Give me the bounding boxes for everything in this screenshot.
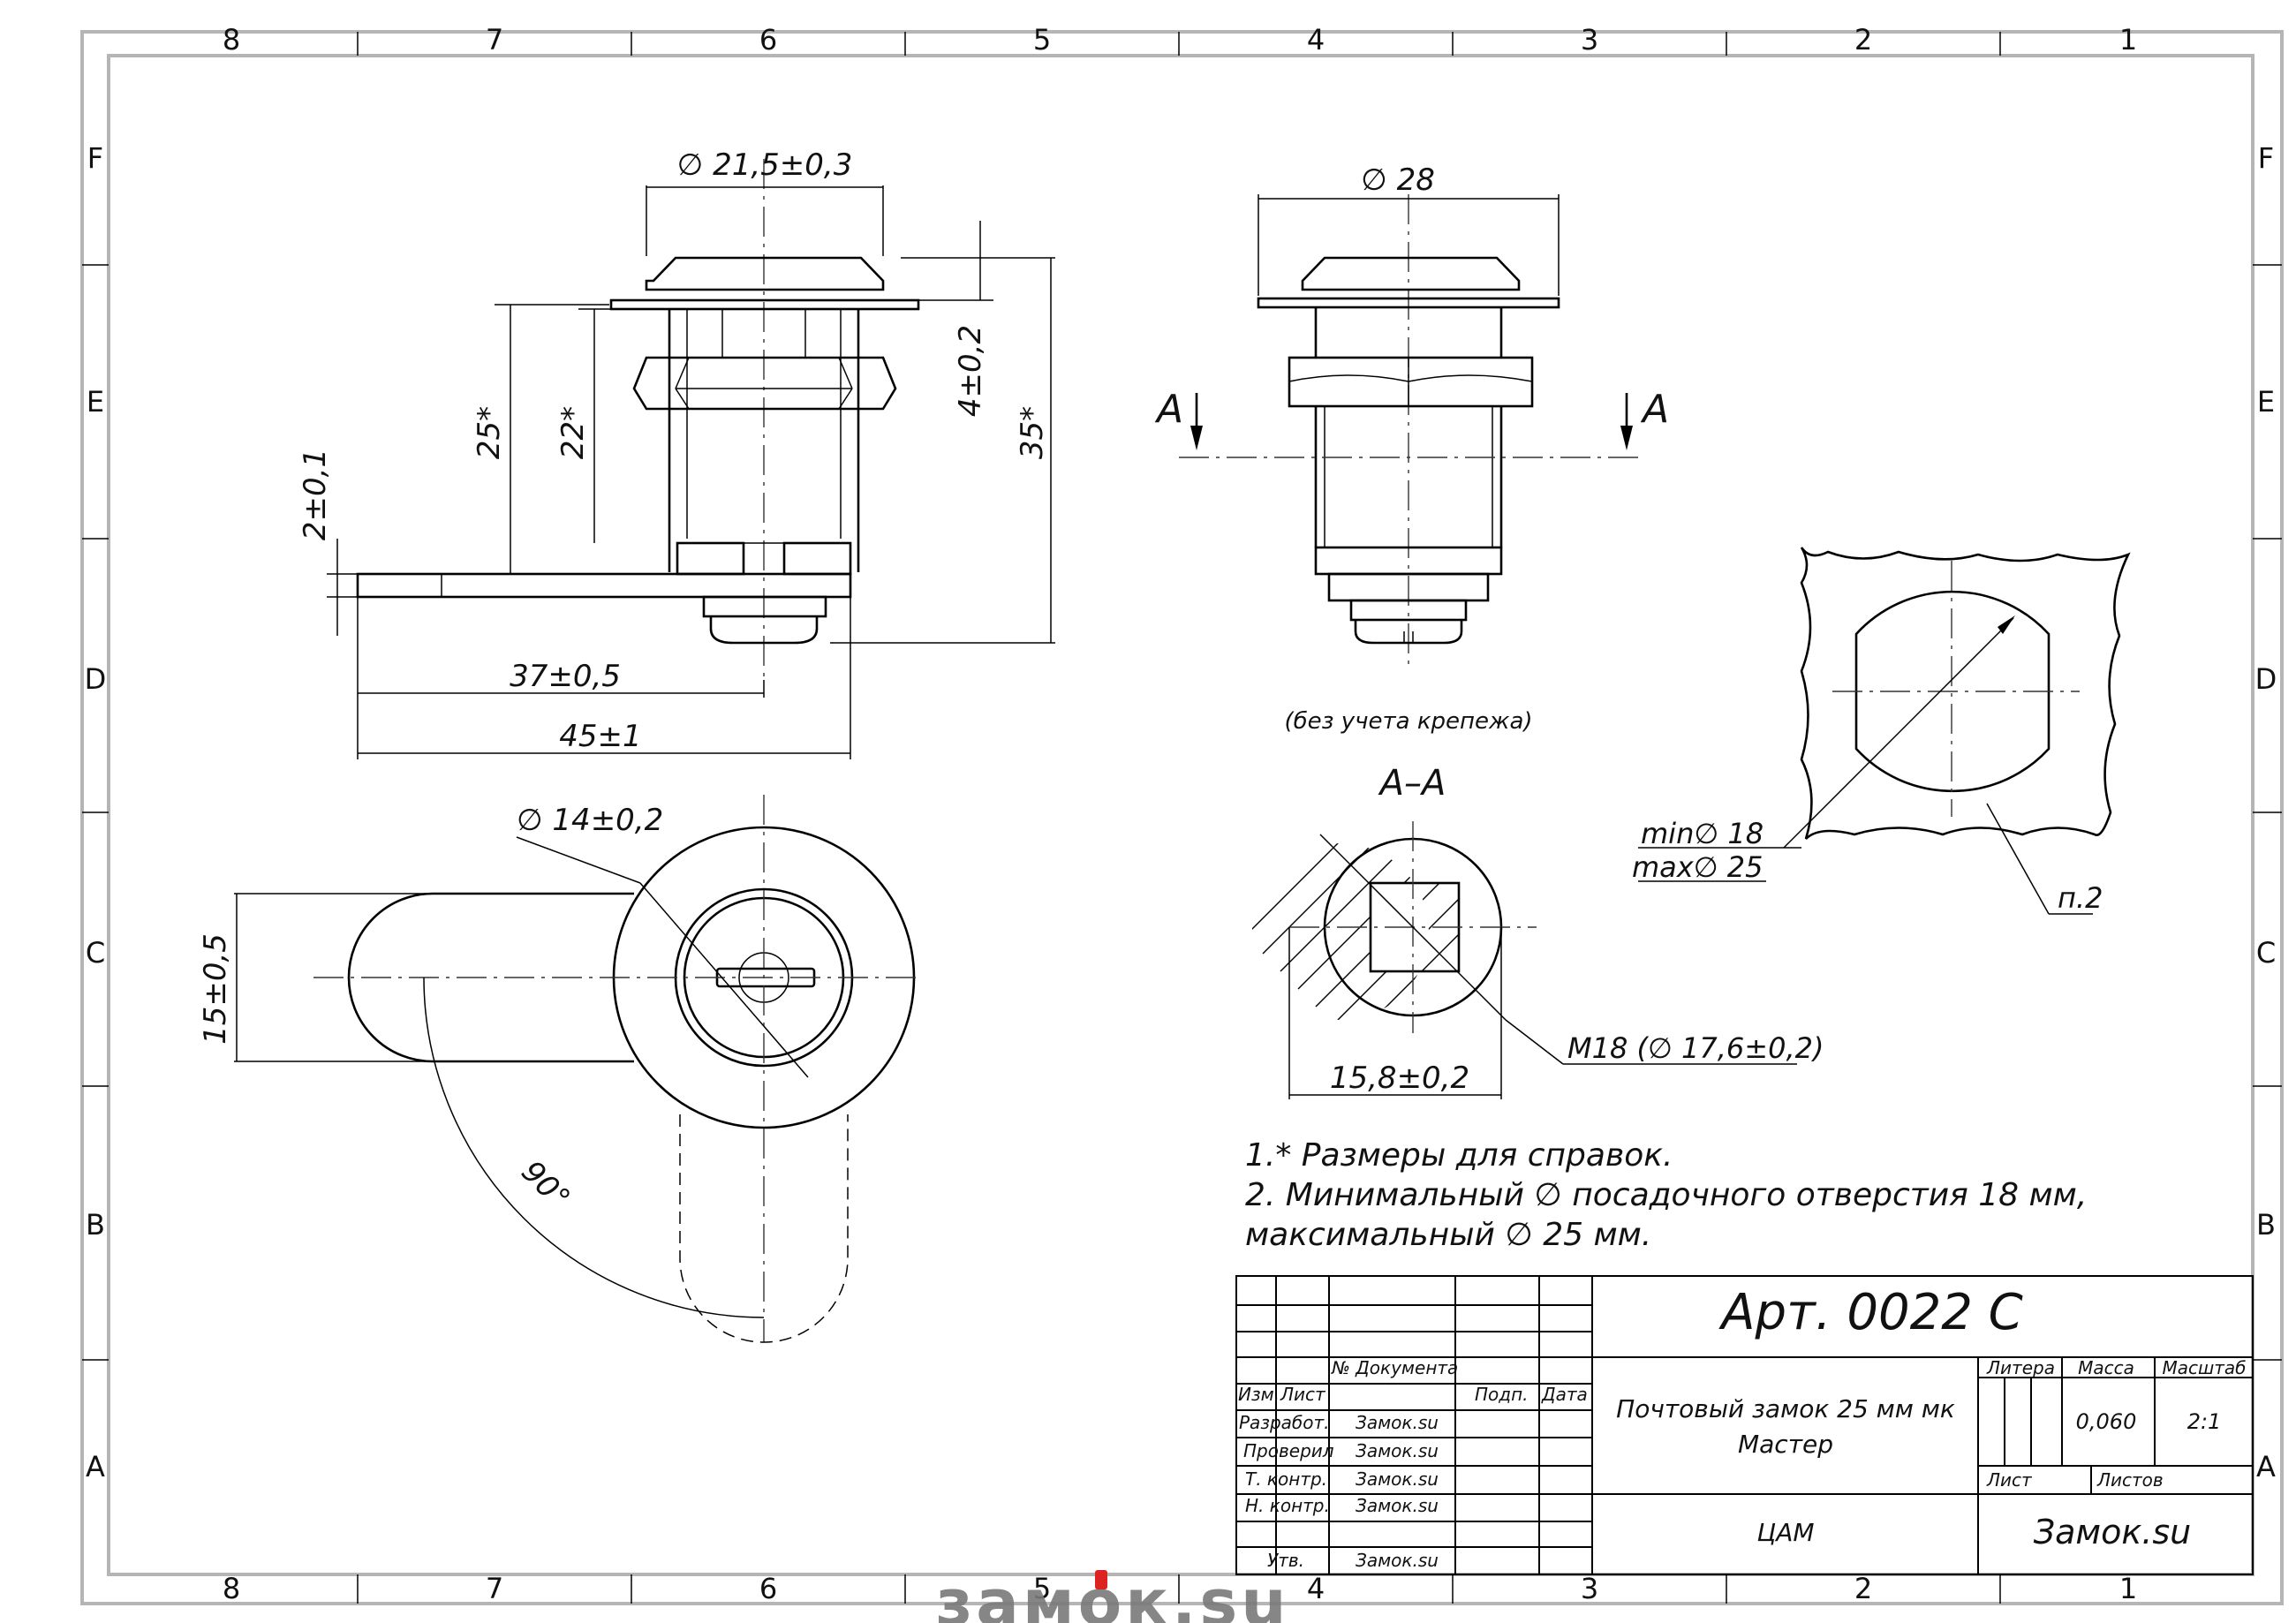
notes: 1.* Размеры для справок. 2. Минимальный …	[1245, 1137, 2087, 1253]
scale-value: 2:1	[2187, 1409, 2222, 1434]
dim-height-2: 2±0,1	[298, 449, 333, 540]
dim-thread-m18: M18 (∅ 17,6±0,2)	[1567, 1031, 1824, 1065]
zone-col-2-bottom: 2	[1854, 1572, 1872, 1605]
article-number: Арт. 0022 С	[1718, 1284, 2023, 1341]
role-checker: Проверил	[1243, 1440, 1334, 1461]
zone-row-b: B	[86, 1208, 105, 1242]
zone-col-2: 2	[1854, 23, 1872, 57]
header-podp: Подп.	[1475, 1384, 1529, 1405]
dim-length-37: 37±0,5	[510, 659, 621, 694]
product-name-line1: Почтовый замок 25 мм мк	[1616, 1394, 1955, 1423]
zone-col-6-bottom: 6	[759, 1572, 777, 1605]
dim-cutout-max: max∅ 25	[1632, 850, 1763, 884]
zone-row-e-right: E	[2257, 385, 2275, 419]
mass-label: Масса	[2078, 1357, 2134, 1378]
dim-dia-21-5: ∅ 21,5±0,3	[677, 147, 853, 183]
note-2: 2. Минимальный ∅ посадочного отверстия 1…	[1245, 1177, 2087, 1213]
watermark-text: замок.su	[935, 1566, 1289, 1623]
name-developer: Замок.su	[1356, 1412, 1439, 1433]
material: ЦАМ	[1756, 1518, 1814, 1547]
litera-label: Литера	[1986, 1357, 2055, 1378]
zone-col-7-bottom: 7	[486, 1572, 503, 1605]
zone-col-6: 6	[759, 23, 777, 57]
name-checker: Замок.su	[1356, 1440, 1439, 1461]
zone-row-c-right: C	[2256, 936, 2276, 970]
zone-col-3: 3	[1581, 23, 1598, 57]
role-developer: Разработ.	[1239, 1412, 1329, 1433]
dim-angle-90: 90°	[514, 1154, 577, 1217]
scale-label: Масштаб	[2162, 1357, 2246, 1378]
role-t-control: Т. контр.	[1245, 1468, 1327, 1490]
zone-col-5: 5	[1033, 23, 1051, 57]
note-1: 1.* Размеры для справок.	[1245, 1137, 1673, 1174]
header-doc-number: № Документа	[1331, 1357, 1458, 1378]
front-view: ∅ 28 A A (без учета крепежа)	[1154, 162, 1669, 735]
zone-row-f-right: F	[2258, 141, 2274, 175]
zone-col-8: 8	[223, 23, 240, 57]
section-marker-right: A	[1640, 387, 1669, 432]
dim-height-4: 4±0,2	[953, 325, 988, 417]
name-t-control: Замок.su	[1356, 1468, 1439, 1490]
mass-value: 0,060	[2076, 1409, 2137, 1434]
dim-height-22: 22*	[555, 406, 591, 459]
sheets-label: Листов	[2096, 1469, 2164, 1491]
cutout-detail: min∅ 18 max∅ 25 п.2	[1632, 547, 2131, 915]
sheet-label: Лист	[1986, 1469, 2033, 1491]
zone-row-a-right: A	[2256, 1450, 2276, 1483]
zone-row-d-right: D	[2255, 662, 2277, 696]
top-view: ∅ 14±0,2 15±0,5 90°	[198, 795, 923, 1343]
name-n-control: Замок.su	[1356, 1495, 1439, 1516]
section-marker-left: A	[1154, 387, 1183, 432]
header-data: Дата	[1541, 1384, 1588, 1405]
zone-row-d: D	[85, 662, 107, 696]
zone-labels-left: F E D C B A	[85, 141, 107, 1483]
dim-cutout-min: min∅ 18	[1641, 817, 1764, 850]
dim-height-35: 35*	[1015, 406, 1050, 459]
title-block: Арт. 0022 С № Документа Изм. Лист Подп. …	[1235, 1275, 2254, 1575]
zone-col-4: 4	[1307, 23, 1325, 57]
dim-dia-14: ∅ 14±0,2	[517, 803, 663, 838]
zone-row-c: C	[86, 936, 105, 970]
note-3: максимальный ∅ 25 мм.	[1245, 1217, 1651, 1253]
zone-row-e: E	[87, 385, 104, 419]
section-a-a: A–A 15,8±0,2 M18 (∅ 17,6±0,2)	[1251, 763, 1824, 1099]
zone-labels-bottom: 8 7 6 5 4 3 2 1	[223, 1572, 2137, 1605]
watermark-logo: замок.su	[935, 1566, 1289, 1623]
role-approved: Утв.	[1267, 1550, 1304, 1571]
zone-col-4-bottom: 4	[1307, 1572, 1325, 1605]
zone-labels-top: 8 7 6 5 4 3 2 1	[223, 23, 2137, 57]
name-approved: Замок.su	[1356, 1550, 1439, 1571]
dim-height-25: 25*	[472, 406, 507, 459]
note-reference-p2: п.2	[2058, 881, 2103, 915]
role-n-control: Н. контр.	[1245, 1495, 1330, 1516]
zone-col-8-bottom: 8	[223, 1572, 240, 1605]
zone-row-a: A	[86, 1450, 105, 1483]
header-izm: Изм.	[1238, 1384, 1280, 1405]
header-list: Лист	[1280, 1384, 1326, 1405]
dim-dia-28: ∅ 28	[1361, 162, 1435, 198]
zone-labels-right: F E D C B A	[2255, 141, 2277, 1483]
zone-col-1-bottom: 1	[2119, 1572, 2137, 1605]
zone-col-7: 7	[486, 23, 503, 57]
zone-col-1: 1	[2119, 23, 2137, 57]
note-without-fastening: (без учета крепежа)	[1284, 708, 1532, 735]
zone-row-f: F	[87, 141, 103, 175]
section-title: A–A	[1378, 763, 1446, 804]
dim-length-45: 45±1	[559, 719, 641, 754]
dim-height-15: 15±0,5	[198, 933, 233, 1045]
dim-width-15-8: 15,8±0,2	[1330, 1061, 1469, 1096]
zone-col-3-bottom: 3	[1581, 1572, 1598, 1605]
side-view: ∅ 21,5±0,3 4±0,2 35* 25* 22* 2±0,1 37±0,…	[298, 147, 1055, 759]
drawing-frame: 8 7 6 5 4 3 2 1 8 7 6 5 4 3 2 1 F E D C …	[80, 23, 2284, 1605]
zone-row-b-right: B	[2256, 1208, 2276, 1242]
company-name: Замок.su	[2034, 1513, 2191, 1551]
zone-col-5-bottom: 5	[1033, 1572, 1051, 1605]
product-name-line2: Мастер	[1738, 1430, 1833, 1459]
